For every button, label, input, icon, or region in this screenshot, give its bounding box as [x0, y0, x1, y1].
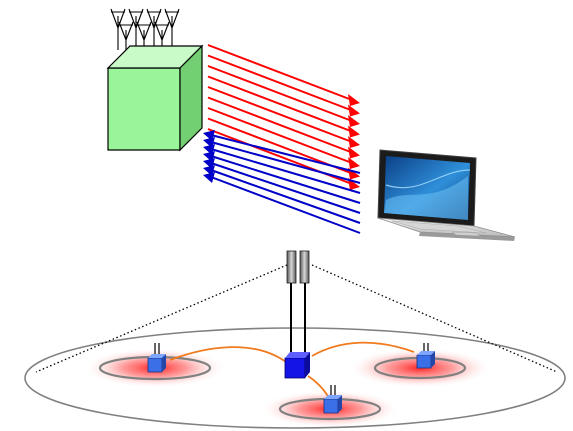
uplink-arrow [210, 169, 361, 224]
uplink-arrow [210, 155, 361, 204]
downlink-arrowhead [348, 157, 360, 169]
uplink-arrow [210, 134, 361, 174]
uplink-arrow [210, 148, 361, 194]
downlink-arrowhead [348, 136, 360, 148]
cube [106, 44, 204, 152]
uplink-arrowhead [203, 172, 215, 183]
downlink-arrow [207, 44, 353, 101]
node-right [416, 343, 435, 369]
downlink-arrow [207, 96, 353, 154]
node-bottom [323, 385, 342, 414]
downlink-arrowhead [348, 115, 360, 127]
uplink-arrow [210, 176, 361, 234]
uplink-arrows [203, 130, 361, 234]
downlink-arrowhead [348, 104, 360, 117]
downlink-arrow [207, 54, 353, 112]
central-hub [284, 352, 310, 379]
downlink-arrow [207, 86, 353, 143]
downlink-arrowhead [348, 146, 360, 159]
uplink-arrow [210, 162, 361, 214]
coverage-lines [35, 264, 558, 373]
downlink-arrow [207, 107, 353, 164]
downlink-arrowhead [348, 125, 360, 138]
node-left [147, 343, 166, 373]
laptop-icon [377, 149, 516, 241]
base-station [106, 8, 204, 152]
twin-antenna-icon [286, 250, 310, 356]
uplink-arrow [210, 141, 361, 184]
antenna-array-icon [110, 8, 180, 60]
downlink-arrow [207, 65, 353, 122]
downlink-arrow [207, 75, 353, 133]
downlink-arrowhead [348, 94, 360, 106]
downlink-arrows [207, 44, 360, 190]
